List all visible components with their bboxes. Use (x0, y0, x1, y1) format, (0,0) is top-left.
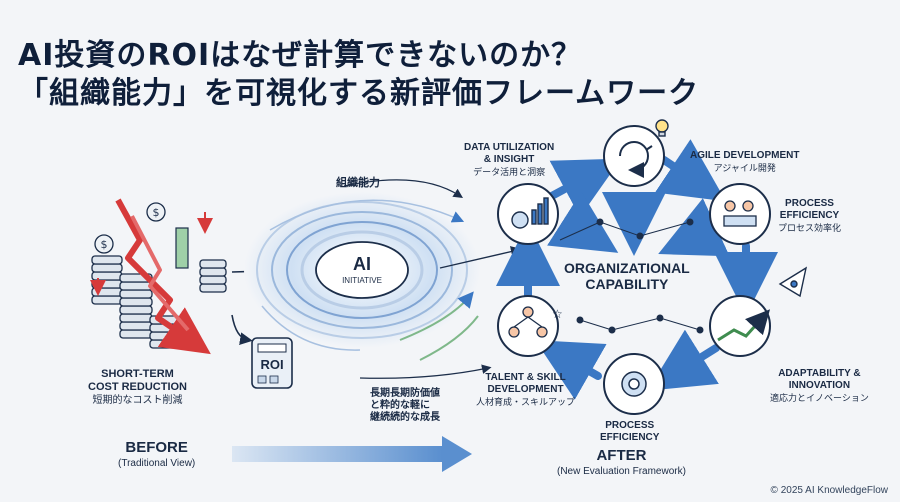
adapt-en-1: ADAPTABILITY & (778, 368, 861, 379)
data-en-1: DATA UTILIZATION (464, 142, 555, 153)
svg-text:☆: ☆ (552, 307, 563, 321)
ai-label: AI (353, 254, 371, 274)
agile-jp: アジャイル開発 (713, 163, 776, 173)
proc-top-jp: プロセス効率化 (778, 223, 842, 233)
roi-label: ROI (260, 357, 284, 372)
talent-label: TALENT & SKILL DEVELOPMENT 人材育成・スキルアップ (476, 372, 575, 408)
initiative-label: INITIATIVE (342, 276, 382, 285)
proc-bot-en-2: EFFICIENCY (600, 432, 660, 443)
process-bottom-label: PROCESS EFFICIENCY (600, 420, 659, 444)
data-jp: データ活用と洞察 (473, 167, 546, 177)
adaptability-label: ADAPTABILITY & INNOVATION 適応力とイノベーション (770, 368, 869, 404)
process-top-label: PROCESS EFFICIENCY プロセス効率化 (778, 198, 841, 234)
before-after-arrow (232, 436, 472, 472)
before-subtitle: (Traditional View) (118, 458, 196, 469)
coins-to-roi-arrow (231, 314, 253, 345)
rocket-growth-icon (717, 266, 808, 342)
process-efficiency-top-node (709, 183, 771, 245)
calculator-icon (251, 337, 293, 389)
longterm-label: 長期長期防価値 と粋的な軽に 継続続的な成長 (370, 388, 440, 424)
longterm-line-2: と粋的な軽に (370, 400, 430, 411)
hub-line-1: ORGANIZATIONAL (564, 260, 690, 276)
team-workflow-icon (723, 200, 757, 227)
org-ability-arrow (343, 179, 464, 198)
talent-en-1: TALENT & SKILL (485, 372, 566, 383)
org-ability-label: 組織能力 (336, 177, 380, 189)
after-title: AFTER (596, 447, 647, 464)
before-title: BEFORE (125, 439, 188, 456)
adaptability-node (709, 295, 771, 357)
cost-reduction-label: SHORT-TERM COST REDUCTION 短期的なコスト削減 (88, 368, 187, 407)
gear-chart-icon (511, 197, 549, 229)
hub-line-2: CAPABILITY (585, 276, 669, 292)
data-en-2: & INSIGHT (483, 154, 535, 165)
capability-nodes (497, 125, 771, 415)
agile-development-node (603, 125, 665, 187)
lightbulb-icon (655, 119, 669, 137)
proc-bot-en-1: PROCESS (605, 420, 655, 431)
agile-en: AGILE DEVELOPMENT (690, 150, 800, 161)
longterm-arrow (359, 364, 492, 379)
svg-text:$: $ (153, 206, 160, 219)
ai-swirl (244, 192, 480, 361)
proc-top-en-2: EFFICIENCY (779, 210, 840, 221)
star-icon: ☆ (552, 307, 563, 321)
agile-label: AGILE DEVELOPMENT アジャイル開発 (690, 150, 799, 174)
cost-reduction-en-2: COST REDUCTION (88, 381, 187, 393)
page-title-line2: 「組織能力」を可視化する新評価フレームワーク (18, 76, 700, 111)
network-links (496, 139, 778, 400)
hub-label: ORGANIZATIONAL CAPABILITY (564, 260, 690, 292)
talent-node (497, 295, 559, 357)
longterm-line-3: 継続続的な成長 (370, 412, 440, 423)
people-network-icon (508, 306, 548, 338)
data-utilization-label: DATA UTILIZATION & INSIGHT データ活用と洞察 (464, 142, 554, 178)
declining-arrows-icon (90, 198, 213, 355)
after-subtitle: (New Evaluation Framework) (557, 466, 686, 477)
proc-top-en-1: PROCESS (785, 198, 834, 209)
data-utilization-node (497, 183, 559, 245)
talent-en-2: DEVELOPMENT (487, 384, 564, 395)
page-title-line1: AI投資のROIはなぜ計算できないのか？ (18, 38, 583, 73)
cost-reduction-en-1: SHORT-TERM (101, 368, 174, 380)
adapt-jp: 適応力とイノベーション (770, 393, 869, 403)
adapt-en-2: INNOVATION (788, 380, 851, 391)
copyright: © 2025 AI KnowledgeFlow (770, 485, 888, 496)
after-label: AFTER (New Evaluation Framework) (557, 448, 686, 480)
cycle-arrows-icon (619, 141, 653, 178)
before-label: BEFORE (Traditional View) (118, 440, 195, 472)
talent-jp: 人材育成・スキルアップ (476, 397, 576, 407)
svg-text:$: $ (101, 238, 108, 251)
longterm-line-1: 長期長期防価値 (370, 388, 440, 399)
gear-cycle-icon (621, 371, 647, 397)
cost-reduction-jp: 短期的なコスト削減 (92, 395, 183, 406)
